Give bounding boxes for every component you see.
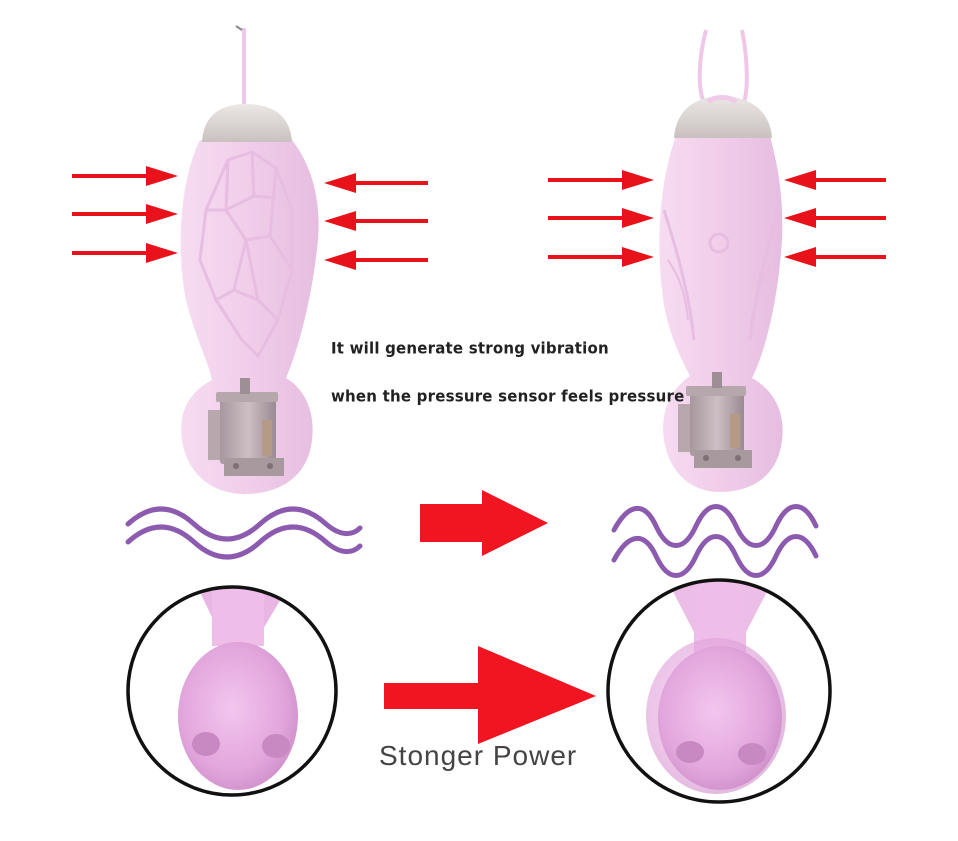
arrow-left-icon (324, 173, 428, 193)
vibration-wave-icon (125, 506, 363, 560)
arrow-right-icon (72, 166, 178, 186)
power-arrow-icon (384, 646, 596, 744)
product-right (659, 29, 783, 492)
power-label: Stonger Power (379, 740, 578, 771)
vibration-wave-icon (611, 504, 819, 578)
arrow-left-icon (784, 247, 886, 267)
arrow-left-icon (784, 208, 886, 228)
pressure-arrows-right (548, 170, 886, 267)
arrow-right-icon (548, 247, 654, 267)
arrow-left-icon (324, 211, 428, 231)
arrow-left-icon (784, 170, 886, 190)
wing-texture (198, 150, 294, 358)
caption-line-1: It will generate strong vibration (331, 338, 609, 358)
arrow-right-icon (72, 243, 178, 263)
motor-icon (208, 378, 284, 476)
caption-line-2: when the pressure sensor feels pressure (331, 386, 685, 406)
zoom-circle-left (126, 585, 338, 797)
product-left (180, 25, 319, 494)
motor-icon (678, 372, 752, 468)
arrow-right-icon (548, 208, 654, 228)
transition-arrow-icon (420, 490, 548, 556)
pressure-arrows-left (72, 166, 428, 270)
arrow-left-icon (324, 250, 428, 270)
zoom-circle-right (606, 578, 832, 804)
arrow-right-icon (548, 170, 654, 190)
arrow-right-icon (72, 204, 178, 224)
